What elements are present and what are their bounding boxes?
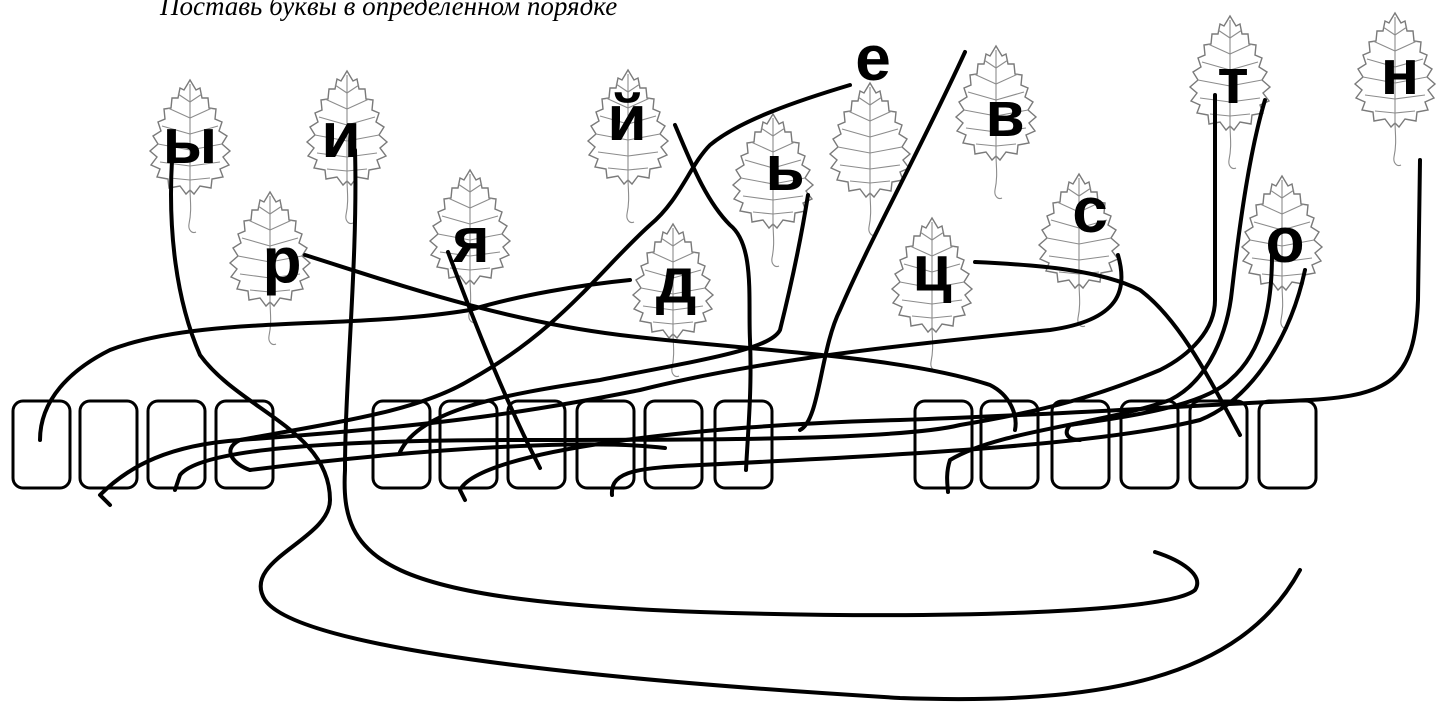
line-j: [673, 123, 753, 472]
leaf-o: о: [1241, 175, 1323, 330]
leaf-letter: т: [1217, 45, 1248, 117]
answer-slot[interactable]: [1188, 399, 1249, 490]
line-t1: [173, 93, 1217, 492]
instruction-text: Поставь буквы в определенном порядке: [160, 0, 618, 21]
answer-slot[interactable]: [1257, 399, 1318, 490]
leaf-y: ы: [149, 79, 231, 234]
leaf-r: р: [229, 191, 311, 346]
line-d: [38, 278, 632, 442]
leaf-letter: е: [855, 22, 891, 94]
leaf-letter: р: [262, 224, 301, 296]
leaf-ya: я: [429, 169, 511, 324]
leaf-letter: с: [1072, 174, 1108, 246]
answer-slot[interactable]: [643, 399, 704, 490]
answer-slot[interactable]: [438, 399, 499, 490]
leaf-letter: ь: [765, 132, 804, 204]
line-t2: [945, 98, 1267, 494]
line-y: [169, 158, 1302, 702]
leaf-letter: й: [607, 82, 646, 154]
leaf-t: т: [1189, 15, 1271, 170]
line-i: [342, 148, 1200, 618]
leaf-s: с: [1038, 173, 1120, 328]
line-n: [458, 158, 1422, 502]
answer-slot[interactable]: [913, 399, 974, 490]
leaf-v: в: [955, 45, 1037, 200]
leaf-n: н: [1354, 12, 1436, 167]
leaf-letter: я: [451, 204, 489, 276]
answer-slot[interactable]: [1119, 399, 1180, 490]
line-s: [98, 253, 1124, 507]
tangled-lines: [38, 50, 1422, 702]
answer-slot[interactable]: [713, 399, 774, 490]
leaf-letter: д: [656, 244, 697, 316]
line-soft: [398, 193, 810, 454]
answer-slot[interactable]: [11, 399, 72, 490]
line-e: [228, 83, 852, 472]
leaf-d: д: [632, 223, 714, 378]
leaf-letter: н: [1381, 36, 1420, 108]
leaf-blank: [829, 82, 911, 237]
leaf-letter: в: [985, 78, 1024, 150]
leaf-j: й: [587, 69, 669, 224]
line-v: [798, 50, 967, 432]
leaf-soft: ь: [732, 113, 814, 268]
line-ts: [973, 260, 1242, 437]
line-h1: [248, 442, 667, 472]
line-o2: [609, 268, 1307, 497]
leaf-letter: ц: [912, 232, 951, 304]
answer-slot[interactable]: [214, 399, 275, 490]
answer-slot[interactable]: [78, 399, 139, 490]
leaf-ts: ц: [891, 217, 973, 372]
leaf-e: е: [855, 22, 891, 94]
leaf-i: и: [306, 70, 388, 225]
line-r: [303, 253, 1018, 432]
